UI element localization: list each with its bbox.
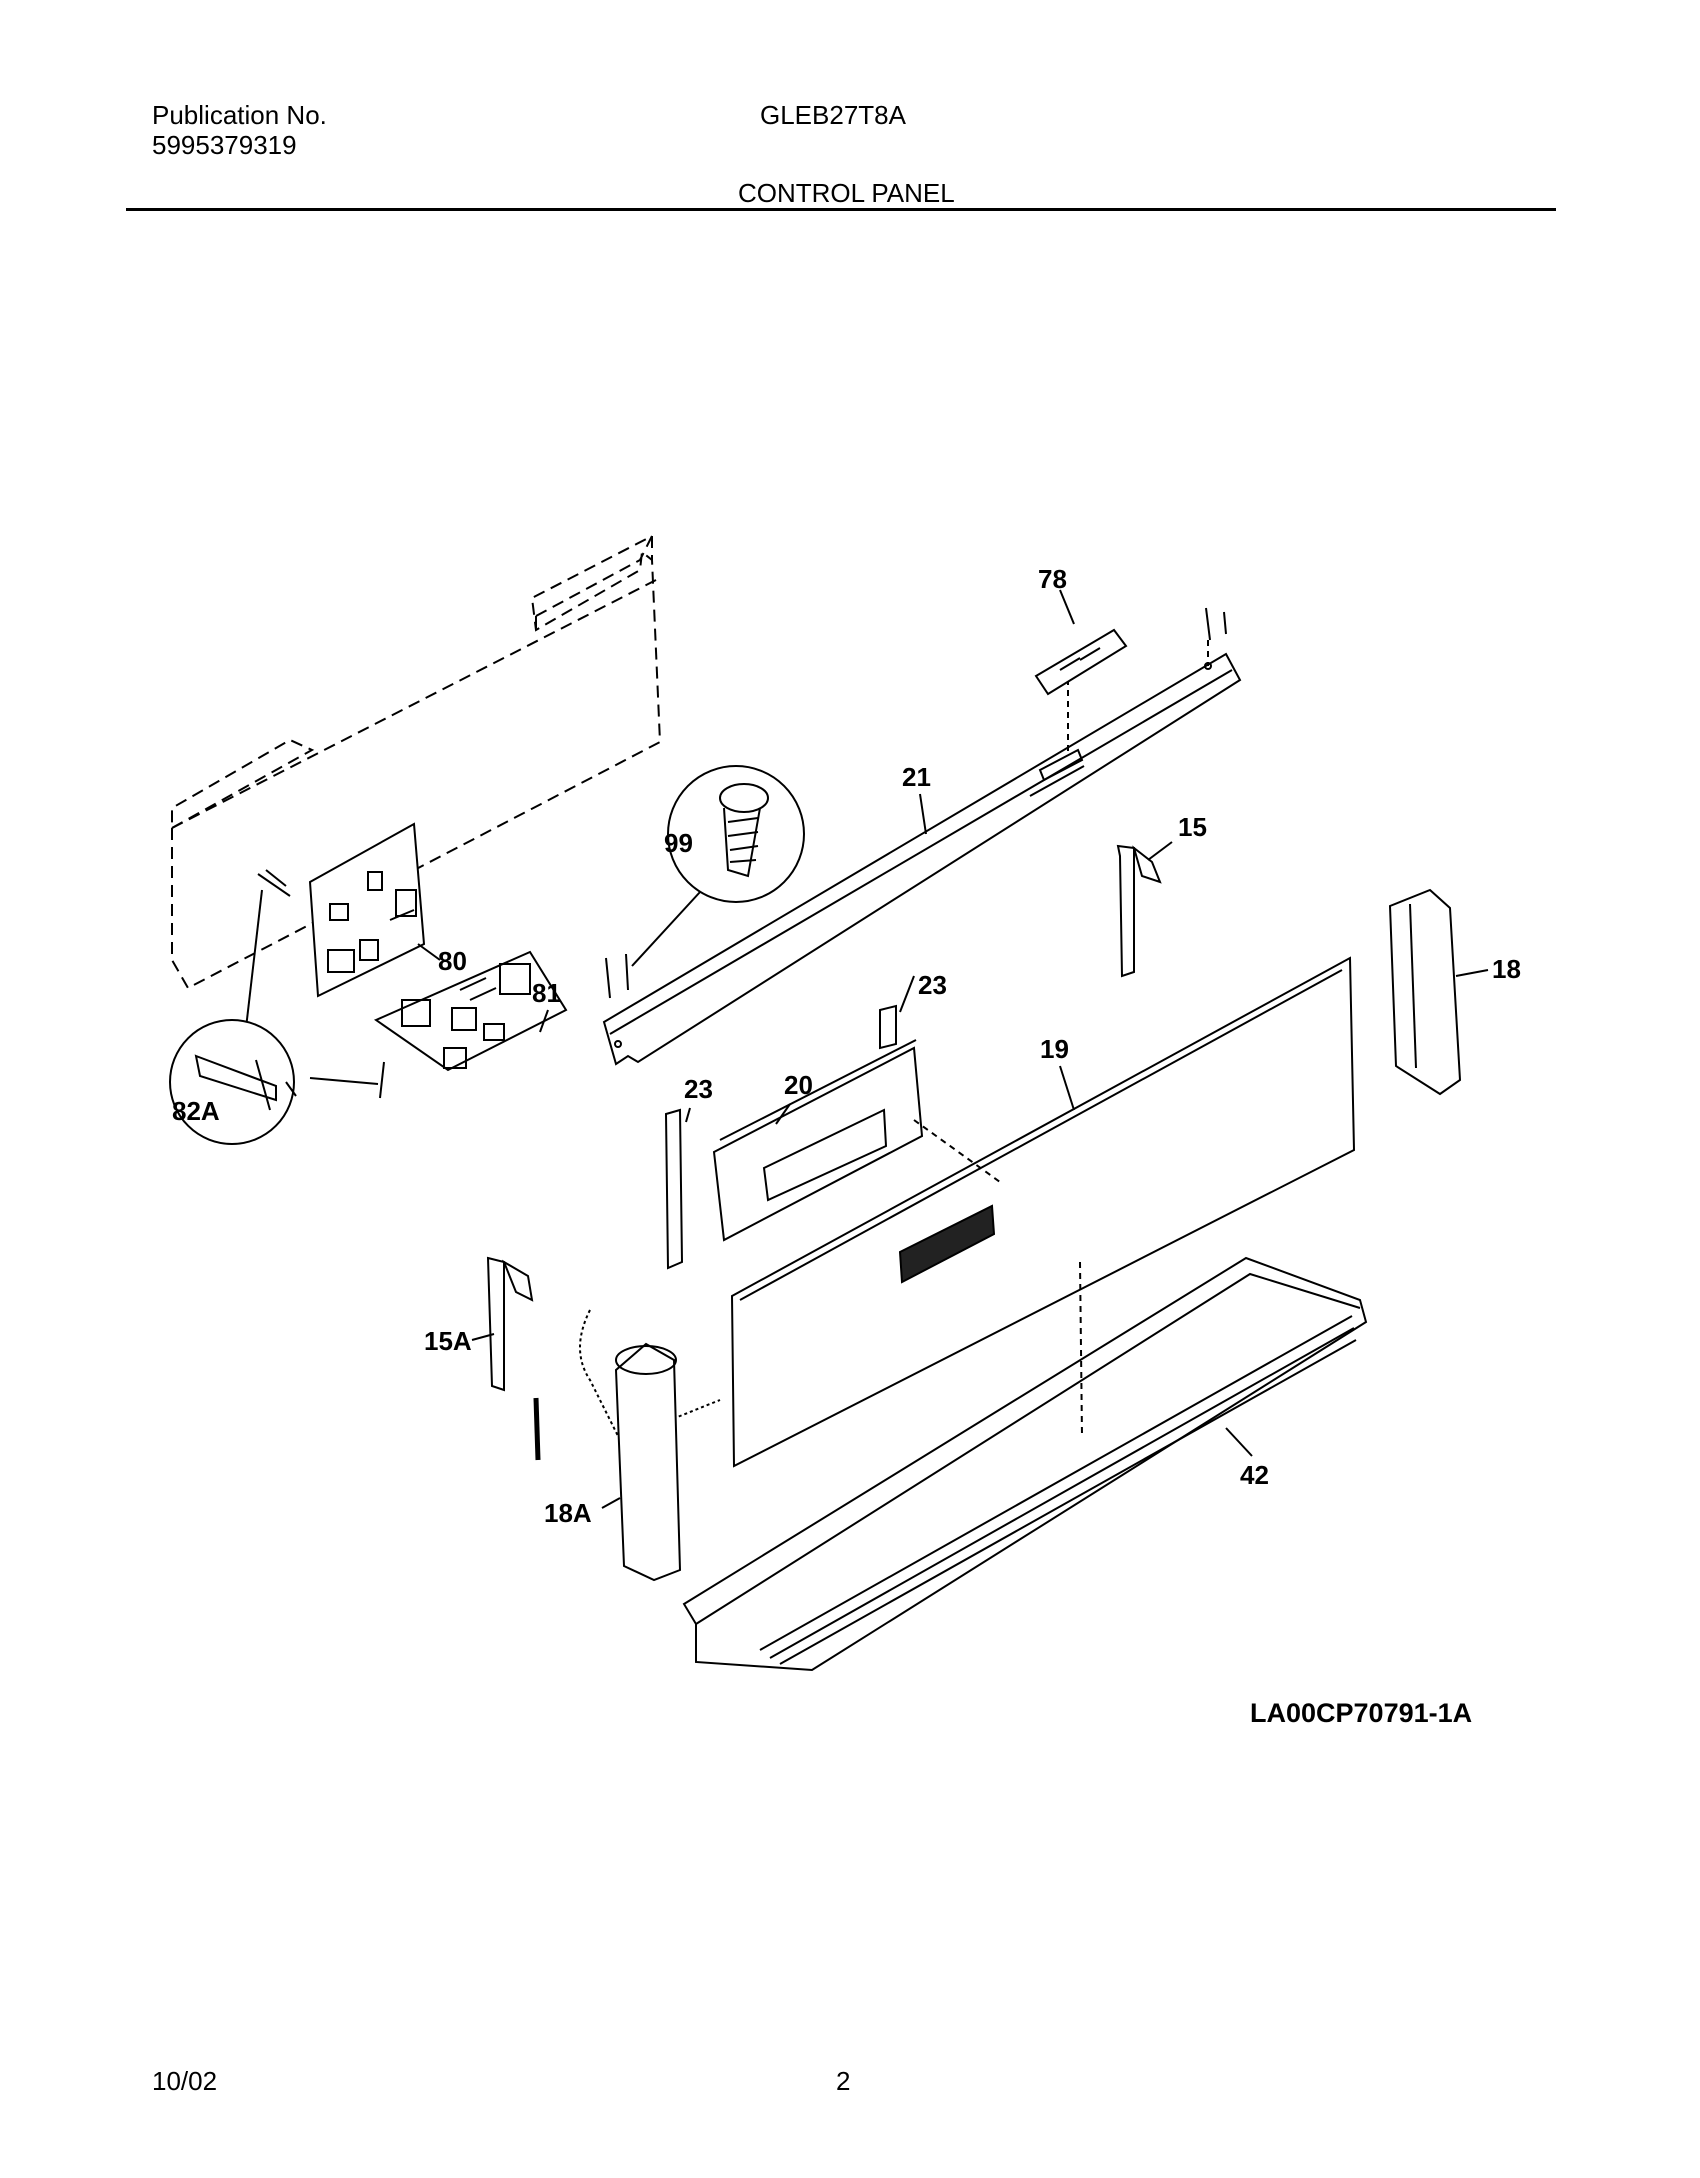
section-title: CONTROL PANEL xyxy=(738,178,955,208)
header-rule xyxy=(126,208,1556,211)
control-board-80 xyxy=(257,822,426,998)
callout-80: 80 xyxy=(438,946,467,976)
rear-panel-outline xyxy=(171,534,662,990)
callout-19: 19 xyxy=(1040,1034,1069,1064)
leader-82a-top xyxy=(245,889,263,1029)
publication-number: 5995379319 xyxy=(152,130,297,160)
callout-15: 15 xyxy=(1178,812,1207,842)
bracket-23-right xyxy=(879,1004,897,1050)
callout-23-right: 23 xyxy=(918,970,947,1000)
callout-15a: 15A xyxy=(424,1326,472,1356)
callout-78: 78 xyxy=(1038,564,1067,594)
display-module-20 xyxy=(712,1039,1001,1242)
end-cap-18 xyxy=(1388,888,1462,1096)
detail-circle-82a xyxy=(169,1019,295,1145)
lower-trim-42 xyxy=(682,1256,1368,1672)
display-panel-19 xyxy=(730,956,1356,1468)
callout-20: 20 xyxy=(784,1070,813,1100)
page-number: 2 xyxy=(836,2066,851,2096)
callout-18: 18 xyxy=(1492,954,1521,984)
callout-18a: 18A xyxy=(544,1498,592,1528)
dash-42 xyxy=(1079,1261,1083,1437)
top-trim-21 xyxy=(602,652,1242,1066)
callout-99: 99 xyxy=(664,828,693,858)
model-number: GLEB27T8A xyxy=(760,100,906,130)
callout-21: 21 xyxy=(902,762,931,792)
callout-23-left: 23 xyxy=(684,1074,713,1104)
bracket-23-left xyxy=(664,1108,684,1270)
bracket-15 xyxy=(1116,844,1162,978)
callout-82a: 82A xyxy=(172,1096,220,1126)
callout-42: 42 xyxy=(1240,1460,1269,1490)
screw-99 xyxy=(719,783,769,878)
end-cap-18a xyxy=(614,1342,682,1582)
ribbon-cable xyxy=(579,1309,721,1442)
screws-top-right xyxy=(1205,607,1227,641)
part-78 xyxy=(1034,628,1128,696)
leader-99 xyxy=(631,891,701,967)
control-board-81 xyxy=(373,950,568,1099)
publication-label: Publication No. xyxy=(152,100,327,130)
callout-81: 81 xyxy=(532,978,561,1008)
screws-left xyxy=(605,953,629,999)
leader-82a-side xyxy=(309,1077,379,1085)
drawing-code: LA00CP70791-1A xyxy=(1250,1698,1472,1728)
support-82a xyxy=(194,1054,297,1111)
revision-date: 10/02 xyxy=(152,2066,218,2096)
connector-strip xyxy=(533,1397,541,1461)
bracket-15a xyxy=(486,1256,534,1392)
